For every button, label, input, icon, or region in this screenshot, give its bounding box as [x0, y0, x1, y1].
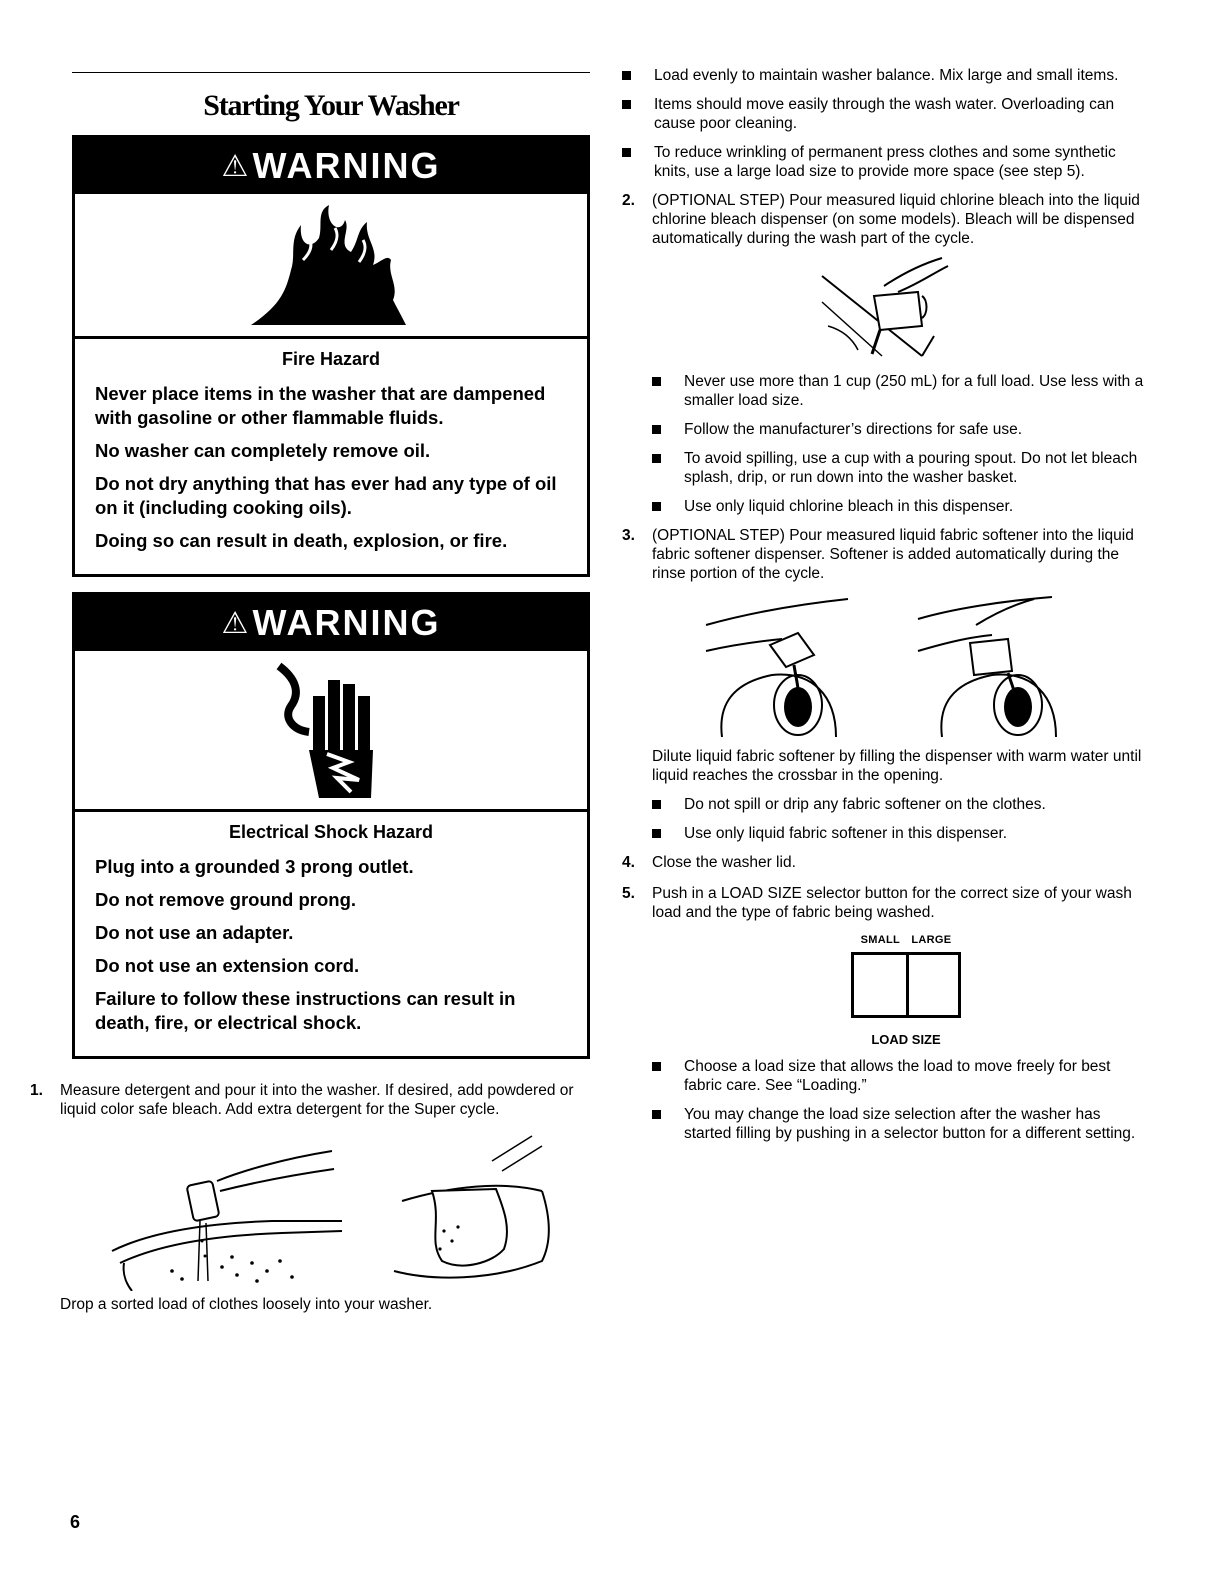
warning-line: Do not remove ground prong.	[95, 889, 357, 910]
warning-banner: ⚠ WARNING	[75, 595, 587, 651]
step-text: Close the washer lid.	[652, 854, 796, 871]
load-size-diagram: SMALL LARGE LOAD SIZE	[622, 934, 1150, 1047]
step-text: Measure detergent and pour it into the w…	[60, 1082, 574, 1118]
warning-triangle-icon: ⚠	[221, 606, 251, 640]
bleach-pour-illustration	[821, 257, 949, 357]
list-item: Use only liquid fabric softener in this …	[652, 824, 1150, 843]
list-item: To reduce wrinkling of permanent press c…	[622, 143, 1150, 181]
step-3-note: Dilute liquid fabric softener by filling…	[652, 748, 1142, 784]
electric-shock-hand-icon	[75, 651, 587, 812]
step-3: 3. (OPTIONAL STEP) Pour measured liquid …	[622, 526, 1150, 583]
step-number: 1.	[30, 1082, 43, 1099]
load-size-labels: SMALL LARGE	[662, 934, 1150, 946]
list-item: To avoid spilling, use a cup with a pour…	[652, 449, 1150, 487]
list-item: You may change the load size selection a…	[652, 1105, 1150, 1143]
fire-icon	[75, 194, 587, 339]
load-size-large-button	[906, 955, 958, 1015]
step-text: Push in a LOAD SIZE selector button for …	[652, 885, 1132, 921]
load-size-small-label: SMALL	[860, 934, 901, 946]
warning-line: Failure to follow these instructions can…	[95, 988, 516, 1033]
fabric-softener-illustration	[705, 596, 1057, 738]
warning-banner: ⚠ WARNING	[75, 138, 587, 194]
step-text: (OPTIONAL STEP) Pour measured liquid chl…	[652, 192, 1140, 247]
step-text: (OPTIONAL STEP) Pour measured liquid fab…	[652, 527, 1134, 582]
load-size-title: LOAD SIZE	[871, 1032, 941, 1047]
warning-line: Do not use an extension cord.	[95, 955, 360, 976]
load-size-large-label: LARGE	[911, 934, 952, 946]
step-number: 4.	[622, 854, 635, 871]
list-item: Never use more than 1 cup (250 mL) for a…	[652, 372, 1150, 410]
list-item: Use only liquid chlorine bleach in this …	[652, 497, 1150, 516]
step-number: 3.	[622, 527, 635, 544]
warning-line: Do not dry anything that has ever had an…	[95, 473, 557, 518]
warning-line: Doing so can result in death, explosion,…	[95, 530, 508, 551]
shock-warning-box: ⚠ WARNING Electrical Shock Hazard Plug i…	[72, 592, 590, 1059]
warning-line: No washer can completely remove oil.	[95, 440, 431, 461]
warning-line: Plug into a grounded 3 prong outlet.	[95, 856, 414, 877]
right-column: Load evenly to maintain washer balance. …	[622, 66, 1150, 1153]
hazard-title: Fire Hazard	[281, 349, 381, 369]
warning-line: Do not use an adapter.	[95, 922, 294, 943]
title-rule	[72, 72, 590, 73]
warning-line: Never place items in the washer that are…	[95, 383, 546, 428]
load-size-small-button	[854, 955, 906, 1015]
left-column: Starting Your Washer ⚠ WARNING Fire Haza…	[30, 72, 590, 1314]
step-number: 2.	[622, 192, 635, 209]
page-number: 6	[70, 1512, 81, 1532]
detergent-and-clothes-illustration	[111, 1135, 550, 1291]
hazard-title: Electrical Shock Hazard	[228, 822, 434, 842]
load-size-buttons	[851, 952, 961, 1018]
list-item: Follow the manufacturer’s directions for…	[652, 420, 1150, 439]
fire-warning-box: ⚠ WARNING Fire Hazard Never place items …	[72, 135, 590, 577]
step-5: 5. Push in a LOAD SIZE selector button f…	[622, 884, 1150, 922]
warning-triangle-icon: ⚠	[221, 149, 251, 183]
list-item: Choose a load size that allows the load …	[652, 1057, 1150, 1095]
step-1-caption: Drop a sorted load of clothes loosely in…	[60, 1296, 433, 1313]
list-item: Do not spill or drip any fabric softener…	[652, 795, 1150, 814]
step-2: 2. (OPTIONAL STEP) Pour measured liquid …	[622, 191, 1150, 248]
list-item: Load evenly to maintain washer balance. …	[622, 66, 1150, 85]
warning-banner-label: WARNING	[252, 602, 441, 643]
page-title: Starting Your Washer	[203, 89, 460, 122]
step-number: 5.	[622, 885, 635, 902]
step-4: 4. Close the washer lid.	[622, 853, 1150, 872]
list-item: Items should move easily through the was…	[622, 95, 1150, 133]
warning-banner-label: WARNING	[252, 145, 441, 186]
step-1: 1. Measure detergent and pour it into th…	[30, 1081, 590, 1119]
